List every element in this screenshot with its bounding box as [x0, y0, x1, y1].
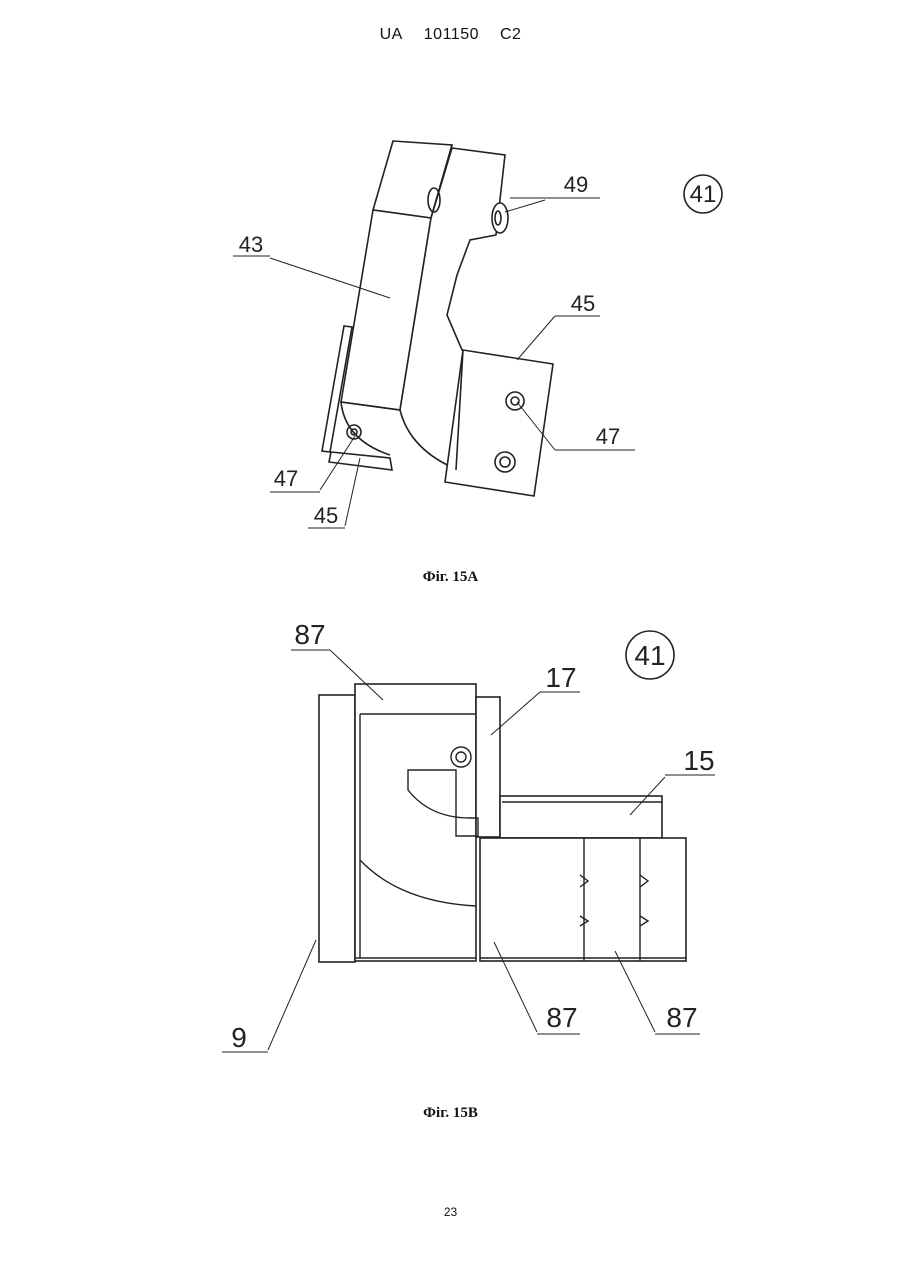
label-15: 15 [683, 745, 714, 776]
label-41-b: 41 [634, 640, 665, 671]
figure-15b-caption: Фіг. 15В [0, 1105, 901, 1122]
label-9: 9 [231, 1022, 247, 1053]
page-number: 23 [0, 1205, 901, 1219]
label-87-top: 87 [294, 619, 325, 650]
label-87-bottom-left: 87 [546, 1002, 577, 1033]
label-87-bottom-right: 87 [666, 1002, 697, 1033]
figure-15b-drawing: 41 87 17 15 9 87 87 [0, 0, 901, 1100]
label-17: 17 [545, 662, 576, 693]
